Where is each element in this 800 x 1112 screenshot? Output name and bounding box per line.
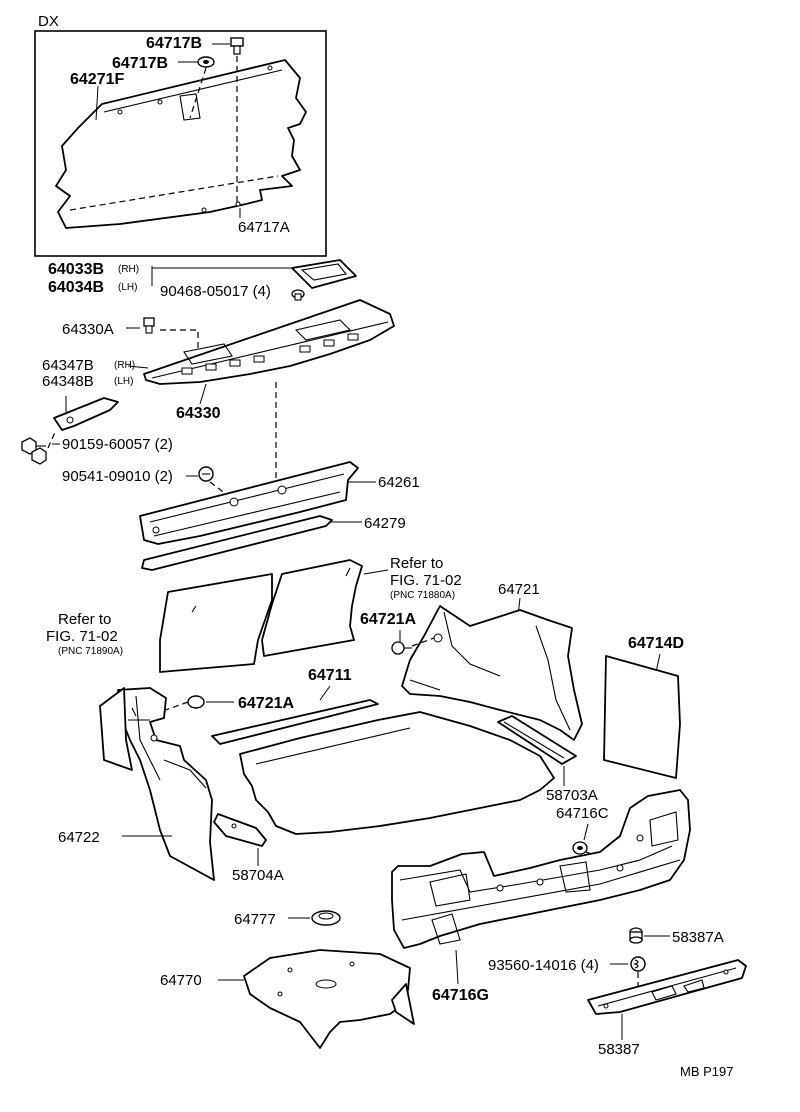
- part-64271F: [55, 59, 307, 229]
- dx-inset: DX 64717B 64717B 64271F 64717A: [34, 13, 327, 257]
- clip-64717B-icon: [230, 37, 244, 55]
- callout-64716C: 64716C: [556, 805, 609, 822]
- callout-64716G: 64716G: [432, 987, 489, 1004]
- refer-right-line2: FIG. 71-02: [390, 572, 462, 589]
- scuff-plate-group: 58387A 93560-14016 (4) 58387: [488, 927, 747, 1058]
- part-64722: [117, 687, 215, 881]
- callout-64717B: 64717B: [146, 35, 202, 52]
- callout-64777: 64777: [234, 911, 276, 928]
- rear-panel-trim-group: 64716C 64716G: [391, 789, 691, 1004]
- callout-58387A: 58387A: [672, 929, 724, 946]
- callout-64330A: 64330A: [62, 321, 114, 338]
- callout-64711: 64711: [308, 667, 352, 684]
- callout-64347B: 64347B: [42, 357, 94, 374]
- part-58704A: [213, 813, 267, 847]
- callout-58387: 58387: [598, 1041, 640, 1058]
- part-seatback-right: [261, 559, 363, 657]
- page-reference: MB P197: [680, 1064, 733, 1079]
- refer-right-line1: Refer to: [390, 555, 443, 572]
- callout-64722: 64722: [58, 829, 100, 846]
- clip-64721A-left-icon: [187, 695, 205, 709]
- part-64261: [139, 461, 359, 545]
- section-label: DX: [38, 13, 59, 30]
- refer-right-pnc: (PNC 71880A): [390, 590, 455, 601]
- clip-64330A-icon: [143, 317, 155, 334]
- speaker-grille-group: 64033B (RH) 64034B (LH) 90468-05017 (4): [48, 259, 357, 301]
- part-bracket-64347B: [53, 397, 119, 431]
- spare-cover-group: 64777 64770: [160, 910, 415, 1049]
- callout-58704A: 58704A: [232, 867, 284, 884]
- callout-64714D: 64714D: [628, 635, 684, 652]
- callout-64770: 64770: [160, 972, 202, 989]
- part-64330: [143, 299, 395, 385]
- seatback-trim-group: Refer to FIG. 71-02 (PNC 71880A) Refer t…: [46, 555, 462, 673]
- part-64714D: [603, 655, 681, 779]
- callout-64721A: 64721A: [360, 611, 416, 628]
- callout-64330: 64330: [176, 405, 221, 422]
- cap-58387A-icon: [629, 927, 643, 944]
- refer-left-line2: FIG. 71-02: [46, 628, 118, 645]
- screw-90541-icon: [198, 466, 214, 482]
- callout-64348B-side: (LH): [114, 376, 133, 387]
- clip-90468-icon: [291, 289, 305, 301]
- part-64770-flap: [391, 983, 415, 1025]
- callout-64034B-side: (LH): [118, 282, 137, 293]
- trunk-mat-group: 64711 64721A: [159, 667, 555, 835]
- grommet-64777-icon: [311, 910, 341, 926]
- part-58703A: [497, 715, 577, 765]
- callout-64721: 64721: [498, 581, 540, 598]
- callout-64348B: 64348B: [42, 373, 94, 390]
- callout-90159-60057: 90159-60057 (2): [62, 436, 173, 453]
- callout-64347B-side: (RH): [114, 360, 135, 371]
- part-64279: [141, 515, 333, 571]
- callout-93560-14016: 93560-14016 (4): [488, 957, 599, 974]
- rear-sill-group: 90541-09010 (2) 64261 64279: [62, 382, 420, 571]
- part-64711: [239, 711, 555, 835]
- tray-slots: [181, 333, 359, 375]
- part-64770: [243, 949, 411, 1049]
- clip-64721A-icon: [391, 641, 412, 655]
- cover-64714D-group: 64714D: [603, 635, 684, 779]
- callout-64271F: 64271F: [70, 71, 124, 88]
- callout-64717A: 64717A: [238, 219, 290, 236]
- callout-90541-09010: 90541-09010 (2): [62, 468, 173, 485]
- callout-64033B-side: (RH): [118, 264, 139, 275]
- part-64711-strip: [211, 699, 379, 745]
- callout-64279: 64279: [364, 515, 406, 532]
- package-tray-group: 64330A 64347B (RH) 64348B (LH) 64330: [21, 299, 395, 465]
- left-side-trim-group: 64722 58704A: [58, 687, 284, 884]
- part-64722-flap: [99, 687, 133, 771]
- right-side-trim-group: 64721 64721A 58703A: [360, 581, 598, 804]
- callout-58703A: 58703A: [546, 787, 598, 804]
- callout-64717B-second: 64717B: [112, 55, 168, 72]
- clip-93560-icon: [630, 956, 646, 972]
- callout-64721A-second: 64721A: [238, 695, 294, 712]
- refer-left-line1: Refer to: [58, 611, 111, 628]
- part-seatback-left: [159, 573, 273, 673]
- clip-64716C-icon: [572, 841, 588, 855]
- clip-64717B-angled-icon: [197, 56, 215, 68]
- callout-90468-05017: 90468-05017 (4): [160, 283, 271, 300]
- callout-64034B: 64034B: [48, 279, 104, 296]
- callout-64261: 64261: [378, 474, 420, 491]
- refer-left-pnc: (PNC 71890A): [58, 646, 123, 657]
- callout-64033B: 64033B: [48, 261, 104, 278]
- bolt-90159-icon: [21, 437, 47, 465]
